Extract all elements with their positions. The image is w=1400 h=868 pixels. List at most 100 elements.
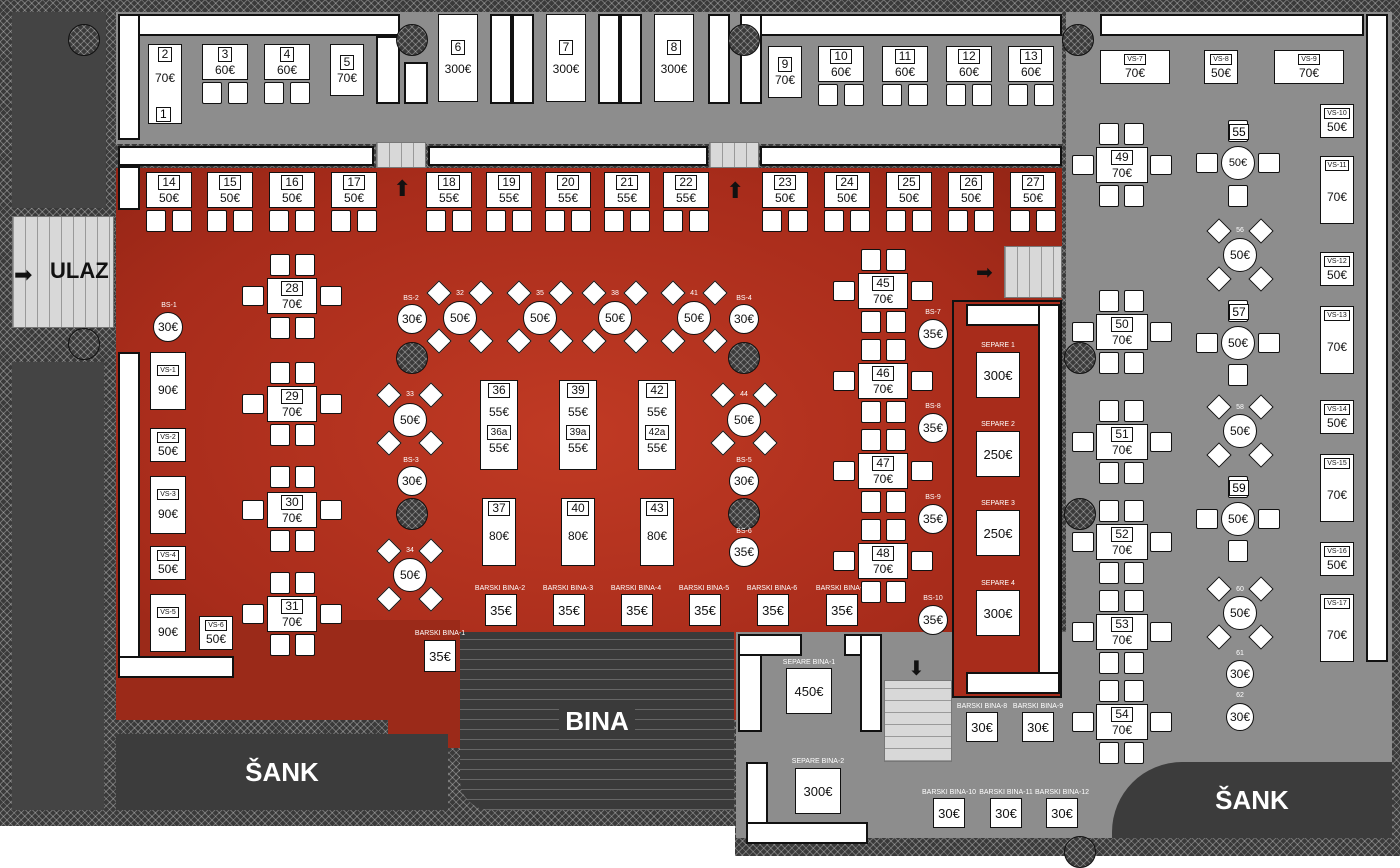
barski-bina-10[interactable]: 30€: [933, 798, 965, 828]
table-38[interactable]: 50€: [598, 301, 632, 335]
table-41[interactable]: 50€: [677, 301, 711, 335]
separe-bina-1[interactable]: 450€: [786, 668, 832, 714]
barski-bina-11[interactable]: 30€: [990, 798, 1022, 828]
separe-4[interactable]: 300€: [976, 590, 1020, 636]
separe-2[interactable]: 250€: [976, 431, 1020, 477]
separe-bina-2[interactable]: 300€: [795, 768, 841, 814]
separe-3[interactable]: 250€: [976, 510, 1020, 556]
table-62[interactable]: 30€: [1226, 703, 1254, 731]
bs-4[interactable]: 30€: [729, 304, 759, 334]
table-35[interactable]: 50€: [523, 301, 557, 335]
bs-7[interactable]: 35€: [918, 319, 948, 349]
bs-2[interactable]: 30€: [397, 304, 427, 334]
barski-bina-8[interactable]: 30€: [966, 712, 998, 742]
bs-8[interactable]: 35€: [918, 413, 948, 443]
bs-1[interactable]: 30€: [153, 312, 183, 342]
barski-bina-4[interactable]: 35€: [621, 594, 653, 626]
barski-bina-9[interactable]: 30€: [1022, 712, 1054, 742]
barski-bina-1[interactable]: 35€: [424, 640, 456, 672]
table-59[interactable]: 50€: [1221, 502, 1255, 536]
stairs-top-1[interactable]: [376, 142, 426, 168]
bs-3[interactable]: 30€: [397, 466, 427, 496]
bs-5[interactable]: 30€: [729, 466, 759, 496]
barski-bina-6[interactable]: 35€: [757, 594, 789, 626]
barski-bina-7[interactable]: 35€: [826, 594, 858, 626]
table-60[interactable]: 50€: [1223, 596, 1257, 630]
table-1-label[interactable]: 1: [156, 107, 171, 122]
table-33[interactable]: 50€: [393, 403, 427, 437]
bs-10[interactable]: 35€: [918, 605, 948, 635]
table-61[interactable]: 30€: [1226, 660, 1254, 688]
separe-1[interactable]: 300€: [976, 352, 1020, 398]
stairs-right[interactable]: [1004, 246, 1062, 298]
table-55[interactable]: 50€: [1221, 146, 1255, 180]
table-32[interactable]: 50€: [443, 301, 477, 335]
stairs-top-2[interactable]: [709, 142, 759, 168]
entrance-stairs[interactable]: [12, 216, 114, 328]
barski-bina-3[interactable]: 35€: [553, 594, 585, 626]
table-34[interactable]: 50€: [393, 558, 427, 592]
bs-9[interactable]: 35€: [918, 504, 948, 534]
stairs-bottom[interactable]: [884, 680, 952, 762]
barski-bina-2[interactable]: 35€: [485, 594, 517, 626]
table-58[interactable]: 50€: [1223, 414, 1257, 448]
table-44[interactable]: 50€: [727, 403, 761, 437]
